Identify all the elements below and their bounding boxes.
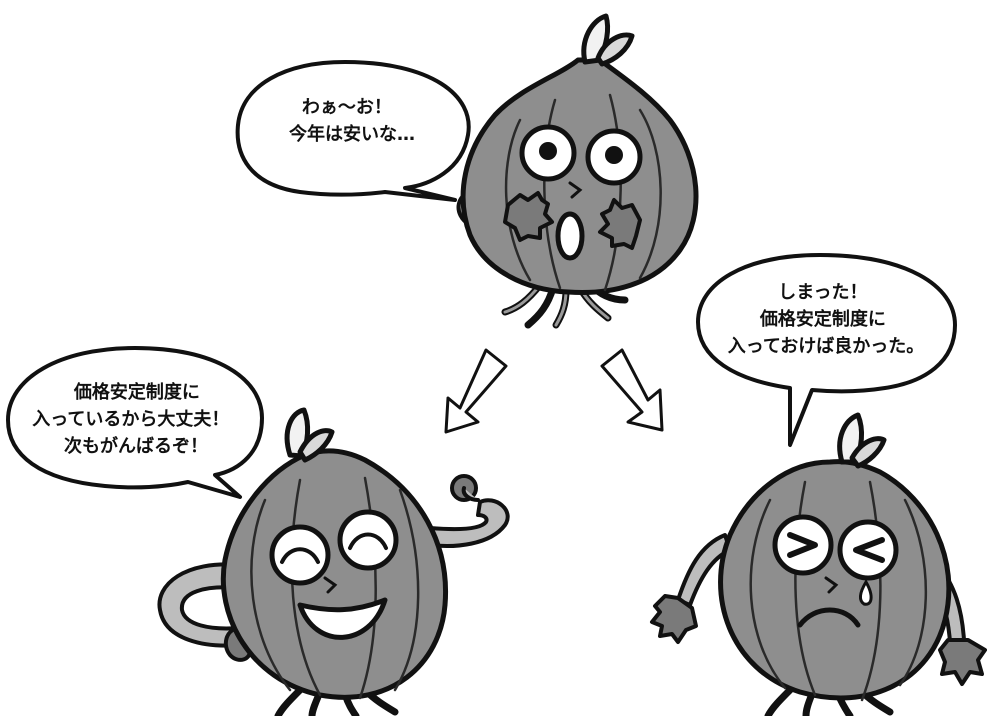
bubble-right-line-2: 価格安定制度に — [759, 308, 886, 330]
speech-bubble-right: しまった！ 価格安定制度に 入っておけば良かった。 — [696, 253, 957, 447]
mouth-open — [555, 211, 585, 261]
mouth-smile — [297, 597, 388, 640]
tear-drop-icon — [858, 579, 873, 606]
bubble-right-line-3: 入っておけば良かった。 — [728, 335, 925, 357]
svg-text:しまった！ 価格安定制度に 入ってお: しまった！ 価格安定制度に 入っておけば良かった。 — [728, 282, 925, 357]
onion-character-happy — [157, 407, 510, 716]
bubble-left-line-2: 入っているから大丈夫！ — [32, 408, 229, 430]
eye-left-squeezed — [772, 514, 834, 576]
bubble-top-line-2: 今年は安いな… — [289, 123, 415, 145]
eye-right-happy — [337, 509, 399, 571]
svg-text:価格安定制度に 入っているから大丈夫！: 価格安定制度に 入っているから大丈夫！ 次もがんばるぞ！ — [32, 381, 235, 457]
bubble-left-line-3: 次もがんばるぞ！ — [64, 435, 208, 457]
bubble-left-line-1: 価格安定制度に — [73, 381, 200, 403]
onion-character-sad — [650, 412, 987, 716]
bubble-right-line-1: しまった！ — [778, 282, 867, 303]
svg-text:わぁ〜お！ 今年は安いな…: わぁ〜お！ 今年は安いな… — [289, 97, 415, 145]
eye-left-happy — [269, 524, 331, 586]
arrow-down-right-icon — [600, 348, 664, 432]
eye-right-squeezed — [837, 519, 899, 581]
speech-bubble-left: 価格安定制度に 入っているから大丈夫！ 次もがんばるぞ！ — [6, 346, 264, 499]
onion-character-surprised — [456, 13, 699, 329]
mouth-frown — [797, 607, 861, 628]
bubble-top-line-1: わぁ〜お！ — [302, 97, 392, 118]
speech-bubble-top: わぁ〜お！ 今年は安いな… — [235, 60, 471, 202]
arrow-down-left-icon — [444, 348, 508, 434]
